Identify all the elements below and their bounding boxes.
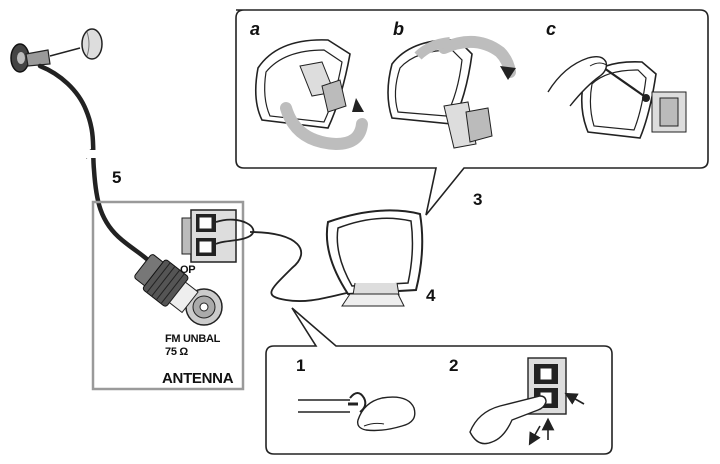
sub-label-a: a — [250, 19, 261, 39]
step-label-5: 5 — [112, 168, 122, 187]
callout-wire-connection — [265, 307, 613, 455]
fm-unbal-label: FM UNBAL — [165, 333, 221, 345]
antenna-panel-label: ANTENNA — [162, 370, 234, 387]
step-label-1: 1 — [296, 356, 306, 375]
fm-connector-plug — [134, 254, 199, 314]
callout-assembly — [235, 9, 709, 216]
loop-terminal-label: OP — [180, 264, 196, 276]
fm-impedance-label: 75 Ω — [165, 346, 188, 358]
step-label-4: 4 — [426, 286, 436, 305]
figure-c — [547, 55, 687, 139]
sub-label-c: c — [546, 19, 557, 39]
receiver-antenna-panel — [91, 200, 245, 391]
sub-label-b: b — [393, 19, 404, 39]
fm-wire-antenna — [10, 28, 153, 265]
step-label-2: 2 — [449, 356, 459, 375]
figure-b — [387, 36, 516, 149]
figure-2 — [469, 357, 585, 446]
am-loop-antenna — [215, 209, 424, 307]
figure-1 — [298, 392, 416, 432]
step-label-3: 3 — [473, 190, 483, 209]
figure-a — [254, 39, 368, 151]
